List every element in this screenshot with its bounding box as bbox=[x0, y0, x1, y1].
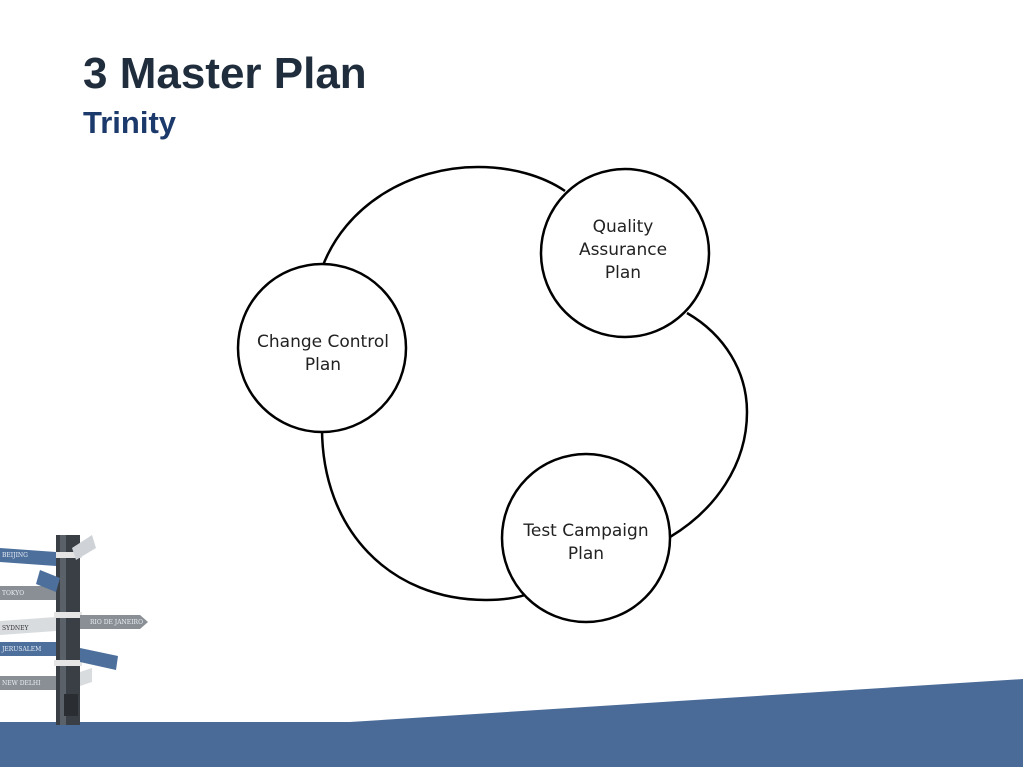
node-label-line: Plan bbox=[568, 544, 604, 564]
sign-sydney: SYDNEY bbox=[0, 617, 56, 635]
svg-text:BEIJING: BEIJING bbox=[2, 552, 28, 559]
svg-text:SYDNEY: SYDNEY bbox=[2, 625, 30, 632]
node-change-control: Change Control Plan bbox=[236, 262, 408, 434]
sign-blank bbox=[80, 668, 92, 686]
sign-blank bbox=[36, 570, 60, 592]
node-label-line: Plan bbox=[305, 355, 341, 375]
sign-tokyo: TOKYO bbox=[0, 586, 56, 600]
node-quality-assurance: Quality Assurance Plan bbox=[539, 167, 711, 339]
sign-rio: RIO DE JANEIRO bbox=[80, 615, 148, 629]
slide-title: 3 Master Plan bbox=[83, 49, 367, 98]
svg-text:JERUSALEM: JERUSALEM bbox=[1, 646, 41, 653]
footer-band bbox=[0, 679, 1023, 767]
node-label-line: Change Control bbox=[257, 332, 389, 352]
sign-blank bbox=[80, 648, 118, 670]
sign-jerusalem: JERUSALEM bbox=[0, 642, 56, 656]
svg-text:TOKYO: TOKYO bbox=[2, 590, 24, 597]
arc-test-to-change bbox=[320, 427, 532, 602]
node-label-line: Quality bbox=[593, 217, 654, 237]
slide-subtitle: Trinity bbox=[83, 105, 177, 140]
sign-blank bbox=[72, 535, 96, 560]
node-test-campaign: Test Campaign Plan bbox=[500, 452, 672, 624]
arc-change-to-quality bbox=[320, 165, 566, 269]
sign-new-delhi: NEW DELHI bbox=[0, 676, 56, 690]
sign-beijing: BEIJING bbox=[0, 548, 56, 566]
node-label-line: Assurance bbox=[579, 240, 667, 260]
arc-quality-to-test bbox=[669, 311, 749, 539]
svg-text:NEW DELHI: NEW DELHI bbox=[2, 680, 41, 687]
svg-text:RIO DE JANEIRO: RIO DE JANEIRO bbox=[90, 619, 143, 626]
connector-arcs bbox=[320, 165, 749, 602]
node-label-line: Plan bbox=[605, 263, 641, 283]
signpost-illustration: BEIJING TOKYO RIO DE JANEIRO SYDNEY JERU… bbox=[0, 535, 148, 725]
node-label-line: Test Campaign bbox=[522, 521, 648, 541]
